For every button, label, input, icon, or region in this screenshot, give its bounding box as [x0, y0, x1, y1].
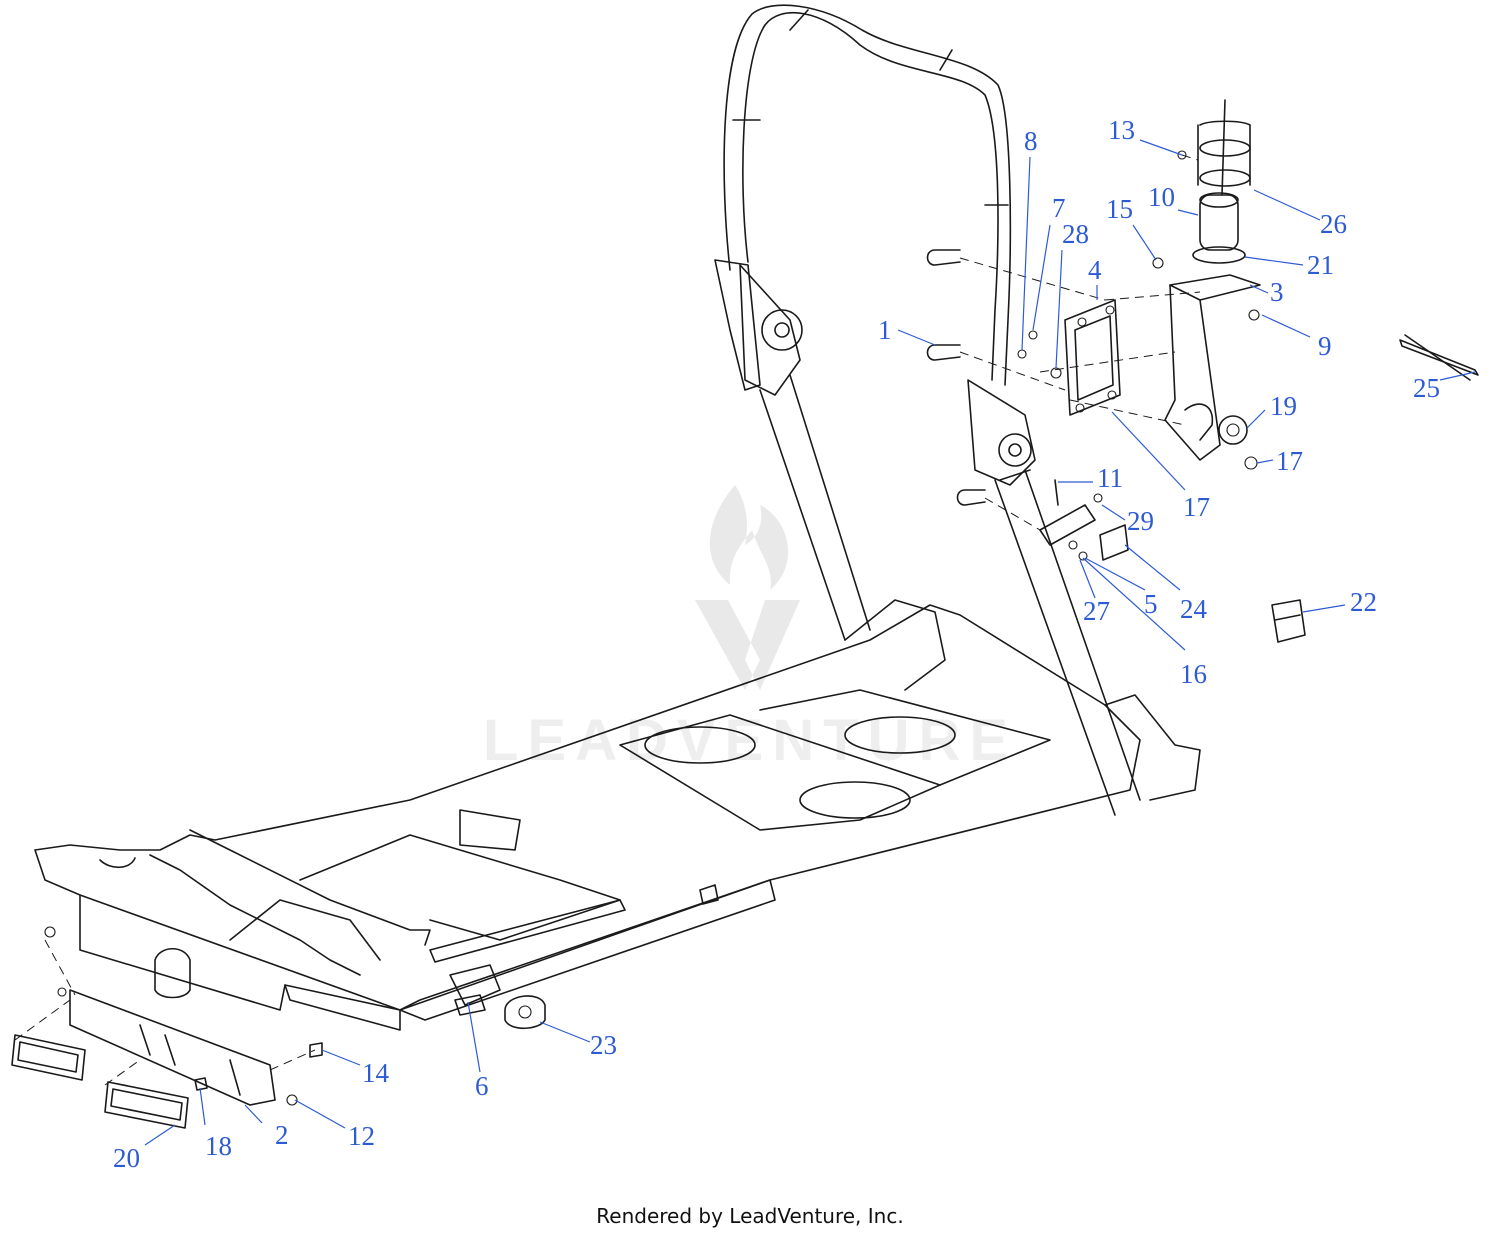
console-bracket: [1050, 299, 1121, 416]
callout-7: 7: [1052, 193, 1066, 223]
callout-10: 10: [1148, 182, 1175, 212]
callout-24: 24: [1180, 594, 1208, 624]
callout-9: 9: [1318, 331, 1332, 361]
callout-20: 20: [113, 1143, 140, 1173]
callout-13: 13: [1108, 115, 1135, 145]
callout-11: 11: [1097, 463, 1123, 493]
callout-25: 25: [1413, 373, 1440, 403]
callout-6: 6: [475, 1071, 489, 1101]
light-bar: [11, 1034, 189, 1129]
callout-19: 19: [1270, 391, 1297, 421]
beacon-light: [1192, 99, 1251, 264]
callout-18: 18: [205, 1131, 232, 1161]
callout-26: 26: [1320, 209, 1347, 239]
callout-16: 16: [1180, 659, 1207, 689]
callout-3: 3: [1270, 277, 1284, 307]
watermark-text: LEADVENTURE: [483, 708, 1017, 773]
hardware: [926, 150, 1260, 506]
callout-1: 1: [878, 315, 892, 345]
callout-8: 8: [1024, 126, 1038, 156]
callout-2: 2: [275, 1120, 289, 1150]
callout-17-a: 17: [1183, 492, 1210, 522]
cable-ties: [1399, 334, 1479, 381]
light-bar-bracket: [69, 989, 276, 1106]
assembly-guide-lines: [14, 154, 1201, 1086]
callout-17-b: 17: [1276, 446, 1303, 476]
callout-14: 14: [362, 1058, 390, 1088]
main-frame: [34, 599, 1201, 1031]
switch-assembly: [1039, 479, 1129, 561]
callout-21: 21: [1307, 250, 1334, 280]
callout-27: 27: [1083, 596, 1110, 626]
callout-leaders: [144, 139, 1476, 1146]
callout-5: 5: [1144, 589, 1158, 619]
footer-credit: Rendered by LeadVenture, Inc.: [596, 1204, 904, 1228]
rocker-switch: [1271, 599, 1306, 643]
small-parts: [44, 926, 546, 1106]
callout-15: 15: [1106, 194, 1133, 224]
beacon-bracket: [1164, 274, 1261, 461]
watermark-logo: [695, 485, 800, 690]
roll-bar: [714, 4, 1141, 816]
callout-23: 23: [590, 1030, 617, 1060]
callout-labels: 1 2 3 4 5 6 7 8 9 10 11 12 13 14 15 16 1…: [113, 115, 1440, 1173]
callout-29: 29: [1127, 506, 1154, 536]
callout-28: 28: [1062, 219, 1089, 249]
callout-12: 12: [348, 1121, 375, 1151]
callout-22: 22: [1350, 587, 1377, 617]
callout-4: 4: [1088, 255, 1102, 285]
